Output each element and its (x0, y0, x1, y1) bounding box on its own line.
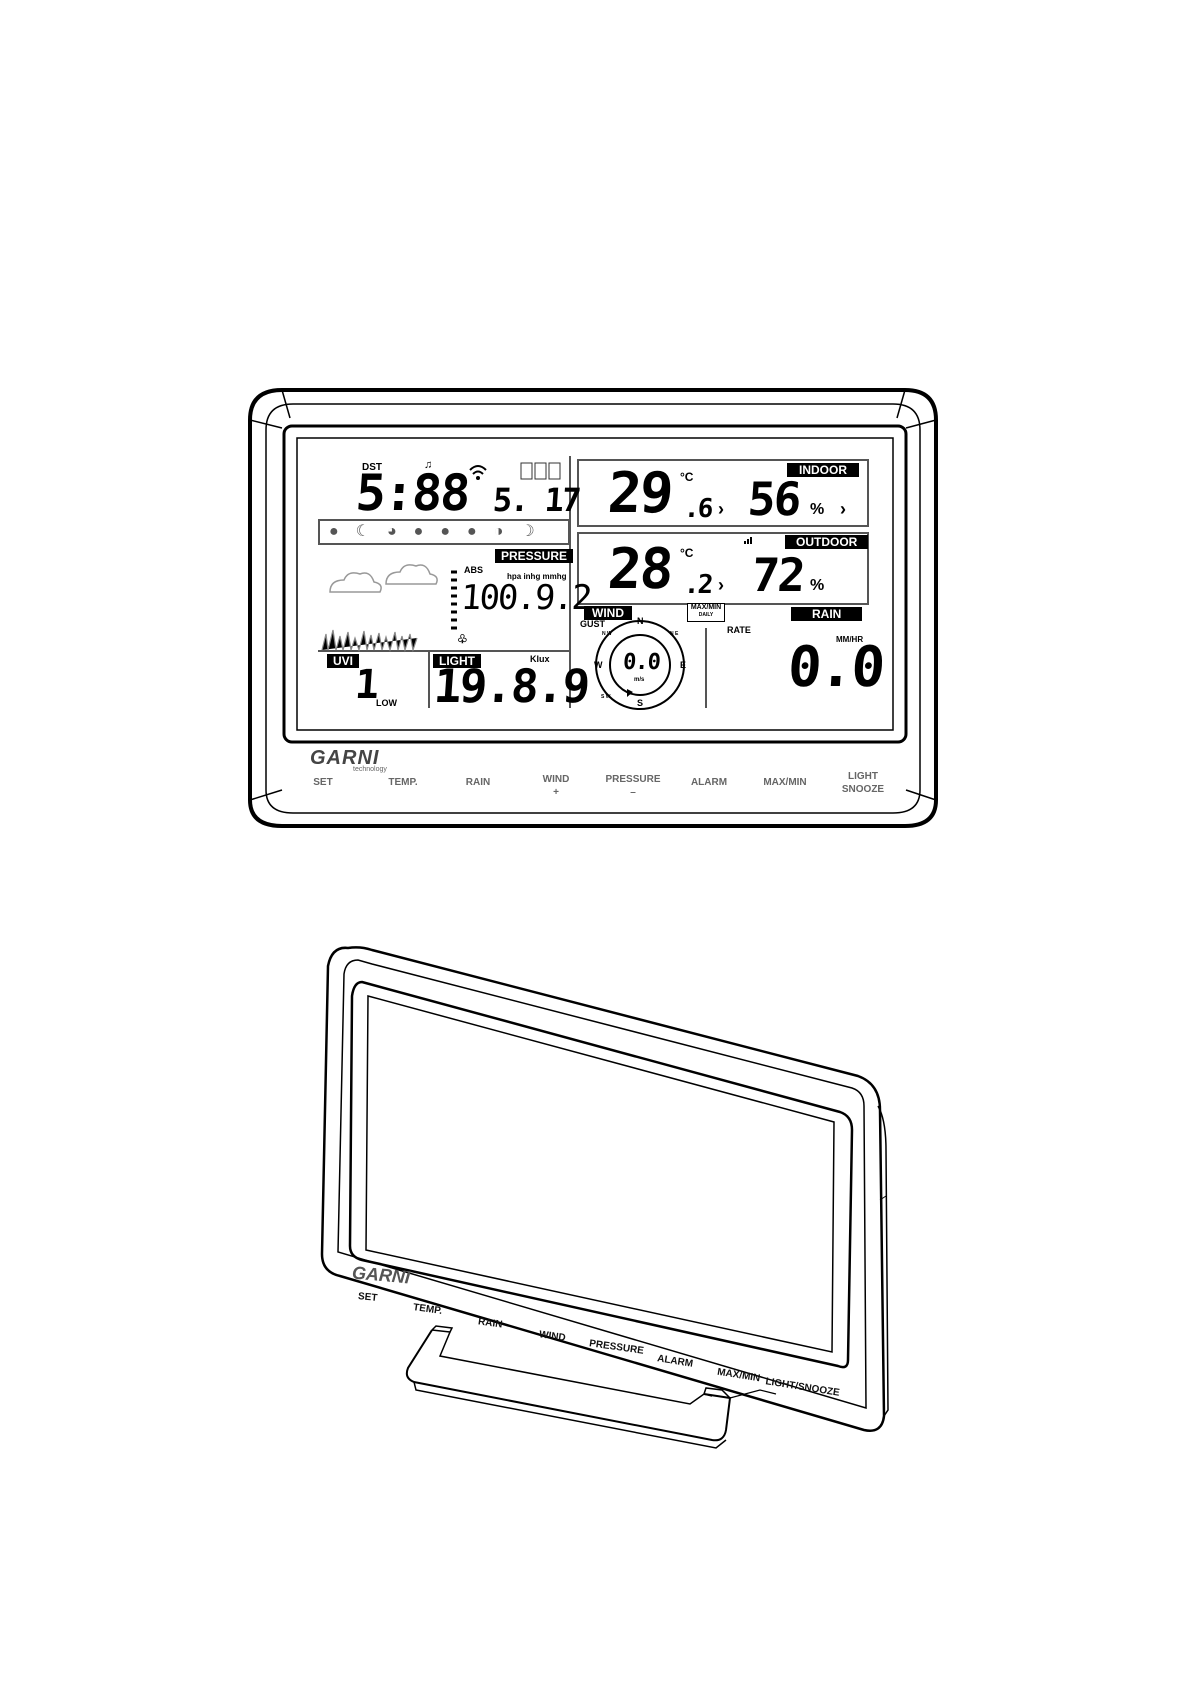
wind-label: WIND (584, 606, 632, 620)
date-value: 5. 17 (491, 481, 581, 519)
maxmin-button[interactable]: MAX/MIN (763, 777, 807, 788)
outdoor-temp-unit: °C (680, 546, 694, 560)
alarm-icon: ♫ (424, 459, 433, 471)
wind-unit: m/s (634, 677, 645, 683)
rain-value: 0.0 (785, 635, 886, 700)
front-housing (248, 388, 938, 828)
alarm-button[interactable]: ALARM (690, 777, 728, 788)
indoor-humidity-unit: % (810, 501, 825, 518)
compass-ne: N E (670, 631, 679, 637)
pressure-value: 100.9.2 (459, 578, 592, 618)
compass-n: N (637, 616, 644, 626)
dst-label: DST (362, 462, 382, 473)
outdoor-label: OUTDOOR (785, 535, 869, 549)
angled-housing (320, 946, 889, 1449)
wind-gust-label: GUST (580, 619, 606, 629)
brand-sub: technology (353, 766, 387, 773)
rain-unit: MM/HR (836, 635, 864, 644)
clock-value: 5:88 (353, 464, 471, 522)
light-unit: Klux (530, 654, 550, 664)
outdoor-temp: 28 (605, 537, 674, 602)
maxmin-daily: DAILY (698, 612, 714, 618)
outdoor-humidity-unit: % (810, 577, 825, 594)
moon-phase-icons: ●☾◕●●●◑☽ (329, 523, 552, 540)
indoor-humidity: 56 (746, 472, 802, 526)
compass-nw: N W (602, 631, 612, 637)
temp-button[interactable]: TEMP. (388, 777, 418, 788)
maxmin-label: MAX/MIN (690, 604, 722, 611)
angled-set-button[interactable]: SET (357, 1291, 378, 1304)
light-value: 19.8.9 (432, 659, 591, 713)
rain-rate-label: RATE (727, 625, 751, 635)
brand-logo: GARNI (310, 747, 380, 769)
wind-value: 0.0 (622, 650, 661, 675)
uvi-label: UVI (327, 654, 360, 668)
rain-button[interactable]: RAIN (465, 777, 491, 788)
compass-e: E (680, 660, 687, 670)
front-view: DST 5:88 ♫ 5. 17 ●☾◕●●●◑☽ PRESSURE ABS h… (0, 0, 1191, 840)
pressure-mode: ABS (464, 565, 484, 575)
set-button[interactable]: SET (313, 777, 333, 788)
uvi-value: 1 (353, 662, 379, 708)
rain-label: RAIN (791, 607, 863, 621)
uvi-level: LOW (376, 698, 397, 708)
light-label: LIGHT (433, 654, 481, 668)
indoor-temp-unit: °C (680, 470, 694, 484)
pressure-trend-icon: ♧ (457, 632, 468, 646)
angled-brand-logo: GARNI (351, 1262, 411, 1288)
pressure-label: PRESSURE (495, 549, 574, 563)
compass-s: S (637, 698, 644, 708)
compass-sw: S W (601, 694, 611, 700)
outdoor-trend-icon: › (718, 575, 724, 595)
wind-plus-button[interactable]: WIND+ (542, 774, 570, 798)
indoor-temp: 29 (605, 461, 674, 526)
outdoor-humidity: 72 (750, 548, 806, 602)
indoor-label: INDOOR (787, 463, 859, 477)
compass-w: W (594, 660, 603, 670)
outdoor-temp-decimal: .2 (682, 570, 713, 600)
pressure-units: hpa inhg mmhg (507, 572, 567, 581)
pressure-minus-button[interactable]: PRESSURE– (605, 774, 661, 798)
angled-view: GARNI SET TEMP. RAIN WIND PRESSURE ALARM… (0, 900, 1191, 1450)
maxmin-badge: MAX/MIN DAILY (687, 603, 725, 622)
indoor-humidity-trend-icon: › (840, 499, 846, 519)
indoor-temp-decimal: .6 (682, 494, 713, 524)
indoor-trend-icon: › (718, 499, 724, 519)
